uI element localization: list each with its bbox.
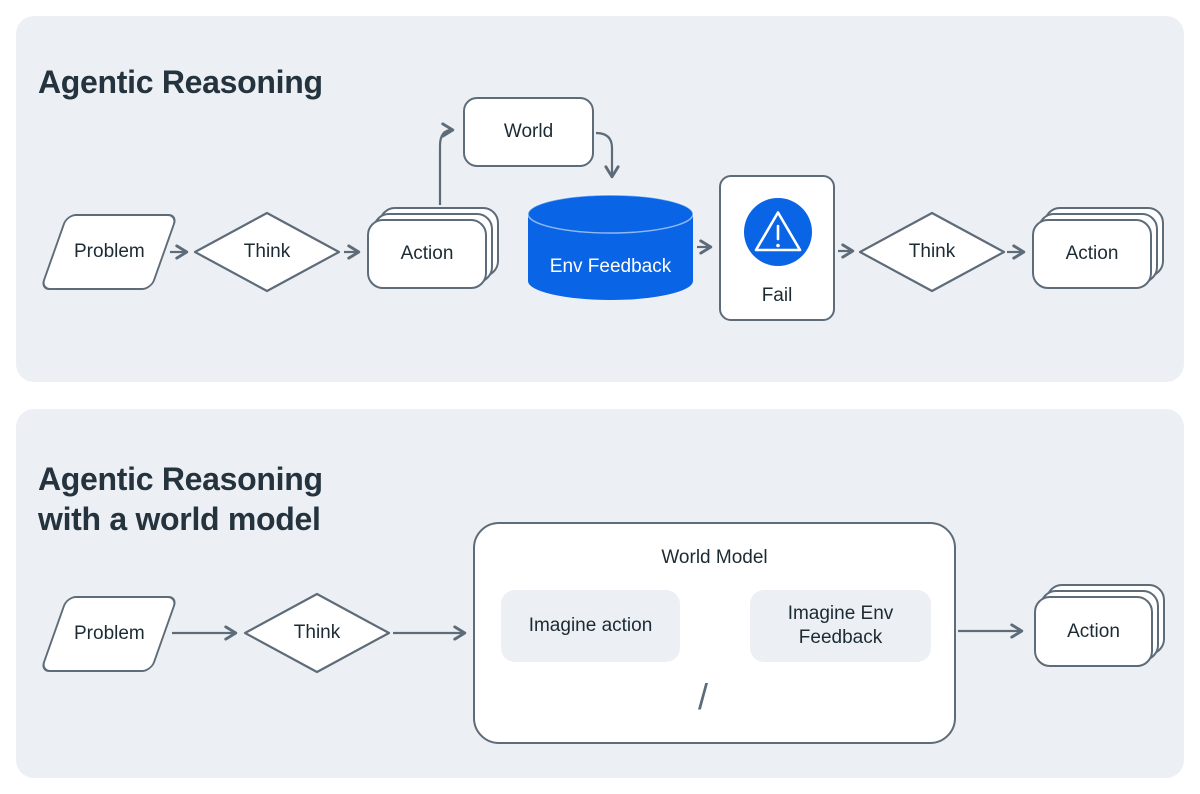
node-imagine-action: Imagine action (501, 590, 680, 662)
node-action-stack-3: Action (1034, 584, 1165, 667)
stack-card-front: Action (1032, 219, 1152, 289)
node-action-stack-1: Action (367, 207, 499, 289)
action-label: Action (1065, 243, 1119, 264)
or-separator: / (698, 676, 709, 717)
stack-card-front: Action (367, 219, 487, 289)
action-label: Action (400, 243, 454, 264)
warning-icon (744, 198, 812, 266)
fail-label: Fail (761, 285, 793, 306)
node-think-3: Think (242, 591, 392, 675)
problem-label: Problem (73, 241, 145, 262)
node-fail-card: Fail (719, 175, 835, 321)
node-env-feedback-cylinder (528, 194, 693, 300)
diamond-shape (243, 592, 391, 674)
action-label: Action (1067, 620, 1120, 642)
think-label: Think (293, 622, 341, 643)
panel2-title-line2: with a world model (38, 501, 321, 538)
stack-card-front: Action (1034, 596, 1153, 667)
node-think-1: Think (192, 210, 342, 294)
diamond-shape (858, 211, 1006, 293)
node-imagine-env-feedback: Imagine Env Feedback (750, 590, 931, 662)
env-feedback-label: Env Feedback (549, 256, 672, 277)
think-label: Think (908, 241, 956, 262)
world-label: World (503, 121, 554, 142)
panel2-title-line1: Agentic Reasoning (38, 461, 323, 498)
node-world: World (463, 97, 594, 167)
world-model-title: World Model (661, 547, 768, 568)
think-label: Think (243, 241, 291, 262)
node-think-2: Think (857, 210, 1007, 294)
panel1-title: Agentic Reasoning (38, 64, 323, 101)
node-world-model-box: World Model Imagine action Imagine Env F… (473, 522, 956, 744)
problem-label: Problem (73, 623, 145, 644)
diamond-shape (193, 211, 341, 293)
node-action-stack-2: Action (1032, 207, 1164, 289)
